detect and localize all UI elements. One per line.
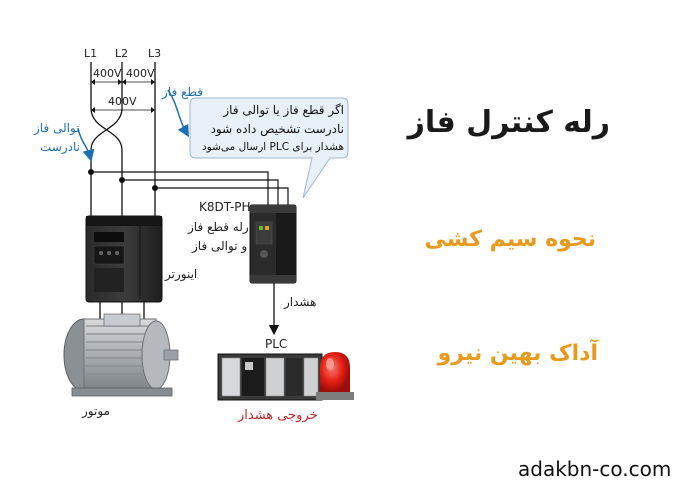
wrong-sequence-label-line2: نادرست [40, 140, 80, 154]
alarm-output-label: خروجی هشدار [238, 408, 318, 423]
phase-loss-arrow [167, 89, 189, 138]
phase-loss-label: قطع فاز [162, 85, 203, 99]
wrong-sequence-arrow [77, 127, 95, 162]
phase-label-l1: L1 [84, 47, 98, 60]
voltage-label-l2-l3: 400V [126, 67, 155, 80]
branch-wires [88, 169, 289, 205]
phase-relay-device [249, 204, 297, 284]
motor-device [63, 313, 179, 397]
crossed-wire-a [90, 107, 123, 290]
plc-device [217, 353, 323, 401]
callout-line-2: نادرست تشخیص داده شود [210, 122, 344, 136]
plc-label: PLC [265, 337, 288, 351]
alarm-lamp [316, 352, 354, 400]
alarm-label: هشدار [284, 295, 317, 309]
callout-line-3: هشدار برای PLC ارسال می‌شود [201, 141, 344, 153]
inverter-device [85, 215, 163, 303]
wrong-sequence-label-line1: توالی فاز [34, 121, 80, 135]
voltage-label-l1-l2: 400V [93, 67, 122, 80]
motor-label: موتور [82, 404, 110, 418]
inverter-label: اینورتر [165, 267, 198, 281]
relay-desc-line1: رله قطع فاز [188, 220, 249, 234]
relay-desc-line2: و توالی فاز [192, 239, 248, 253]
callout-bubble [189, 97, 349, 199]
voltage-label-l1-l3: 400V [108, 95, 137, 108]
phase-label-l3: L3 [148, 47, 162, 60]
page-title: رله کنترل فاز [407, 105, 610, 140]
phase-label-l2: L2 [115, 47, 129, 60]
voltage-dimensions [91, 79, 155, 113]
relay-model-label: K8DT-PH [199, 200, 251, 214]
website-url: adakbn-co.com [518, 457, 672, 481]
page-subtitle: نحوه سیم کشی [424, 227, 596, 252]
company-name: آداک بهین نیرو [437, 341, 598, 366]
callout-line-1: اگر قطع فاز یا توالی فاز [223, 103, 344, 117]
